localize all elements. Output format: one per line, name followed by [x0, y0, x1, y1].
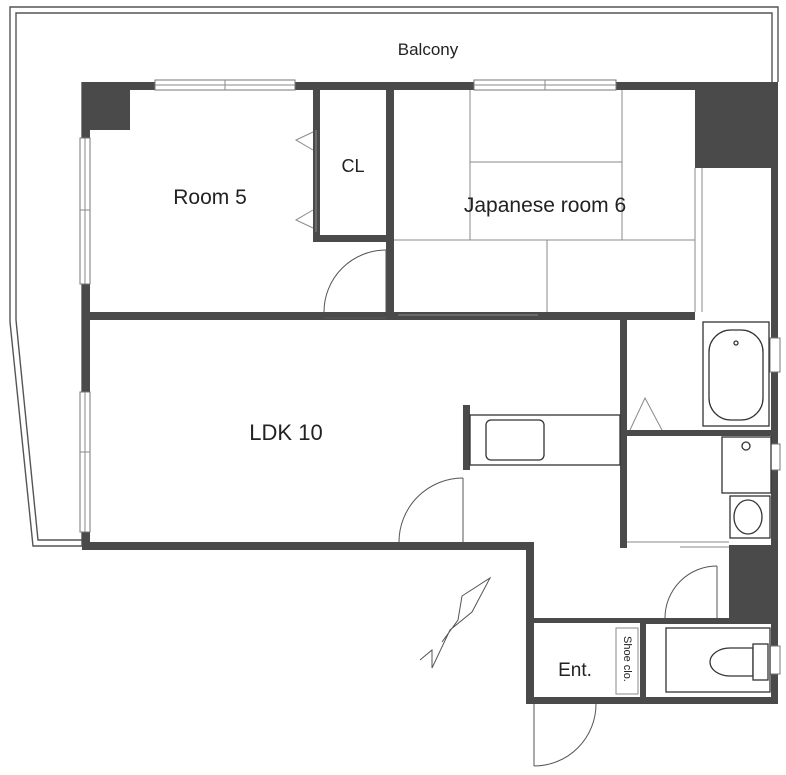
bathtub [702, 321, 770, 427]
japanese-room-label: Japanese room 6 [464, 194, 626, 217]
windows [79, 79, 781, 675]
toilet [665, 627, 771, 693]
walls [82, 82, 778, 704]
shoe-closet-label: Shoe clo. [621, 636, 633, 682]
kitchen-counter [469, 414, 621, 466]
ldk-label: LDK 10 [249, 420, 322, 445]
closet-doors [294, 130, 317, 232]
washbasin [721, 436, 772, 494]
entrance-label: Ent. [558, 660, 592, 681]
room5-label: Room 5 [173, 186, 247, 209]
balcony-label: Balcony [398, 40, 459, 59]
doors [323, 249, 729, 767]
shoe-closet [615, 627, 639, 695]
entrance-arrow [419, 576, 492, 669]
tatami-mats [394, 90, 703, 316]
washer [729, 495, 771, 539]
closet-label: CL [341, 156, 364, 176]
